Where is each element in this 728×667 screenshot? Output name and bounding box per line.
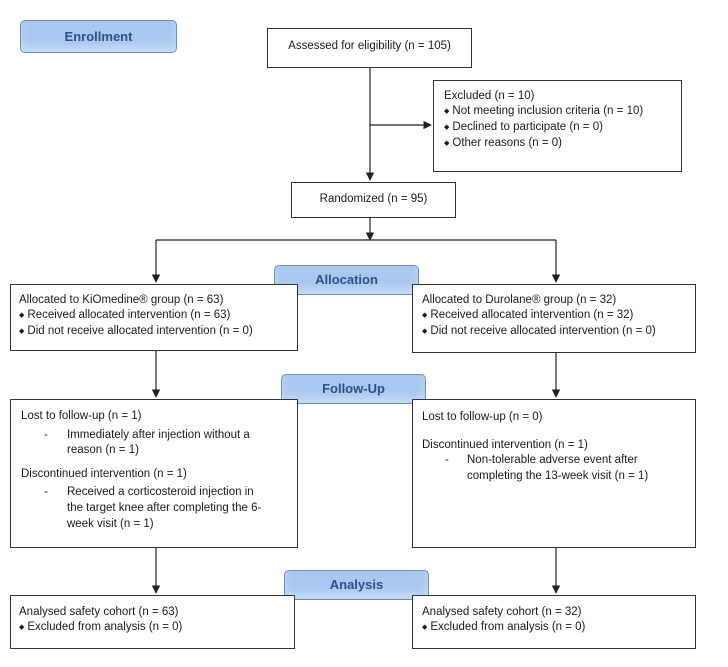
excluded-item: Declined to participate (n = 0) <box>444 120 681 136</box>
analysis-right-box: Analysed safety cohort (n = 32) Excluded… <box>412 595 696 649</box>
allocation-left-item: Did not receive allocated intervention (… <box>19 324 297 340</box>
assessed-box: Assessed for eligibility (n = 105) <box>267 28 472 68</box>
lost-detail-line: reason (n = 1) <box>67 444 139 456</box>
discontinued-detail-line: Received a corticosteroid injection in <box>67 486 254 498</box>
discontinued-label: Discontinued intervention (n = 1) <box>422 439 588 451</box>
analysis-left-item: Excluded from analysis (n = 0) <box>19 620 294 636</box>
allocation-left-box: Allocated to KiOmedine® group (n = 63) R… <box>10 284 298 351</box>
analysis-right-item: Excluded from analysis (n = 0) <box>422 620 695 636</box>
randomized-box: Randomized (n = 95) <box>291 182 456 218</box>
discontinued-detail-line: the target knee after completing the 6- <box>67 502 262 514</box>
randomized-text: Randomized (n = 95) <box>319 193 428 205</box>
excluded-item: Other reasons (n = 0) <box>444 136 681 152</box>
allocation-right-item: Did not receive allocated intervention (… <box>422 324 695 340</box>
excluded-item: Not meeting inclusion criteria (n = 10) <box>444 104 681 120</box>
analysis-left-box: Analysed safety cohort (n = 63) Excluded… <box>10 595 295 649</box>
excluded-title: Excluded (n = 10) <box>444 90 535 102</box>
lost-label: Lost to follow-up (n = 0) <box>422 411 543 423</box>
follow-up-left-box: Lost to follow-up (n = 1) - Immediately … <box>10 399 298 548</box>
discontinued-label: Discontinued intervention (n = 1) <box>21 468 187 480</box>
follow-up-right-box: Lost to follow-up (n = 0) Discontinued i… <box>412 399 696 548</box>
allocation-left-item: Received allocated intervention (n = 63) <box>19 308 297 324</box>
discontinued-detail-line: completing the 13-week visit (n = 1) <box>467 470 649 482</box>
lost-detail-line: Immediately after injection without a <box>67 429 250 441</box>
allocation-left-title: Allocated to KiOmedine® group (n = 63) <box>19 294 224 306</box>
stage-analysis: Analysis <box>284 570 429 600</box>
discontinued-detail-line: week visit (n = 1) <box>67 518 154 530</box>
analysis-right-title: Analysed safety cohort (n = 32) <box>422 606 582 618</box>
analysis-left-title: Analysed safety cohort (n = 63) <box>19 606 179 618</box>
allocation-right-item: Received allocated intervention (n = 32) <box>422 308 695 324</box>
assessed-text: Assessed for eligibility (n = 105) <box>288 40 451 52</box>
stage-follow-up: Follow-Up <box>281 374 426 404</box>
dash-glyph: - <box>44 429 48 441</box>
lost-label: Lost to follow-up (n = 1) <box>21 410 142 422</box>
excluded-box: Excluded (n = 10) Not meeting inclusion … <box>433 80 682 172</box>
stage-enrollment: Enrollment <box>20 20 177 53</box>
discontinued-detail-line: Non-tolerable adverse event after <box>467 454 638 466</box>
allocation-right-title: Allocated to Durolane® group (n = 32) <box>422 294 617 306</box>
stage-allocation: Allocation <box>274 265 419 295</box>
allocation-right-box: Allocated to Durolane® group (n = 32) Re… <box>412 284 696 353</box>
dash-glyph: - <box>44 486 48 498</box>
dash-glyph: - <box>445 454 449 466</box>
